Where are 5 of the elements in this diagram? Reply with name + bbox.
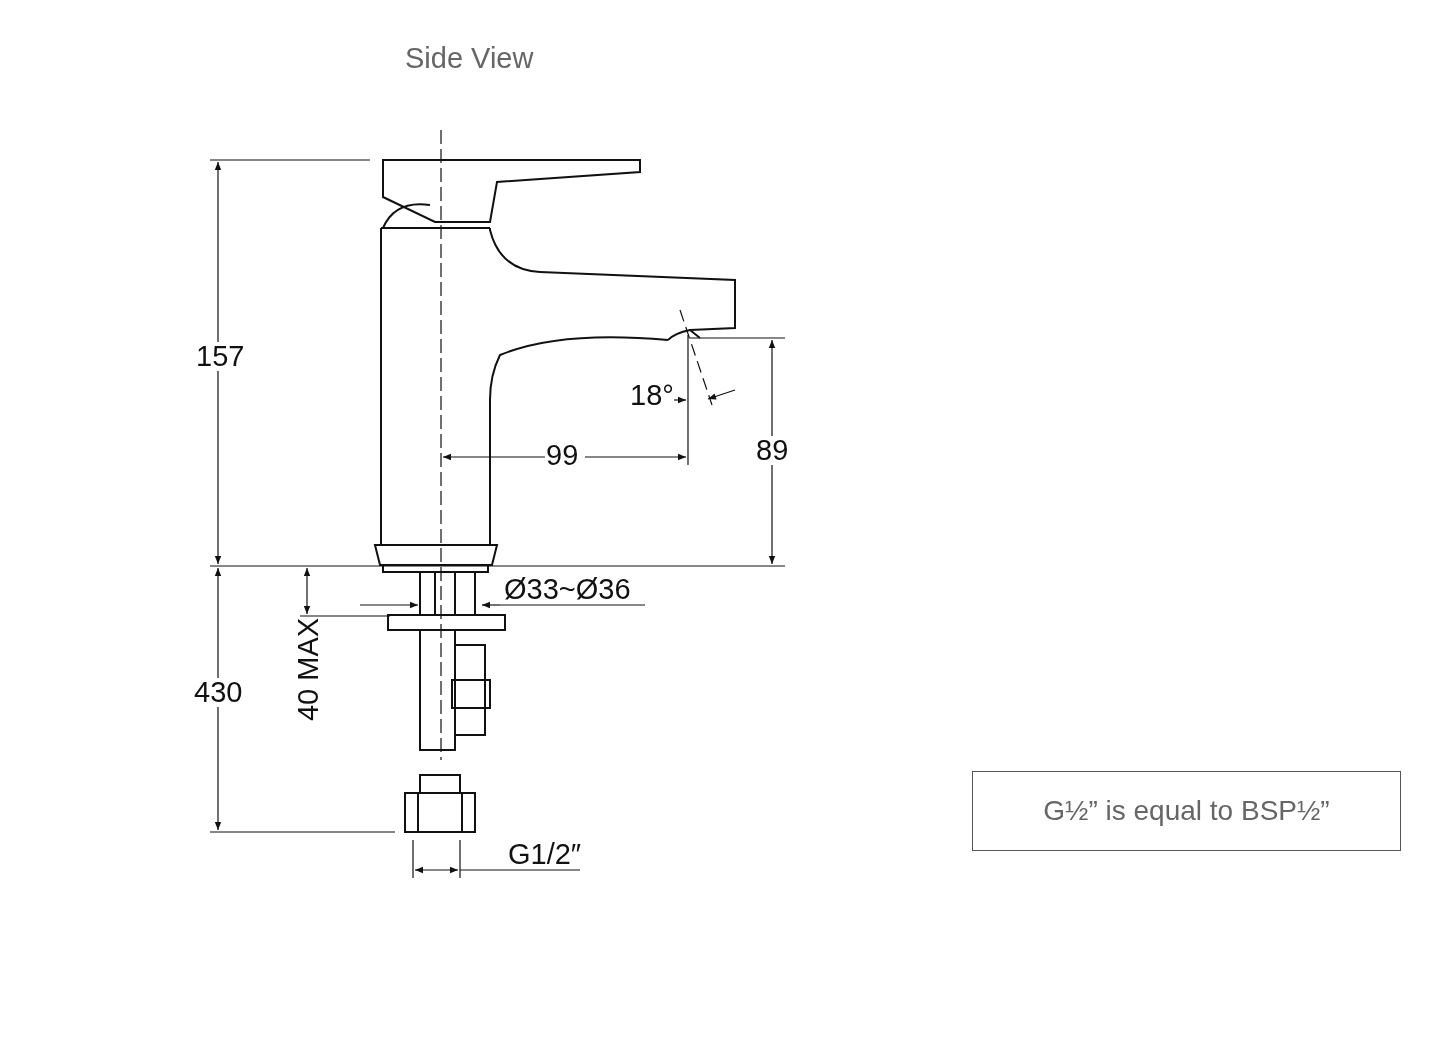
dimension-label: 89 bbox=[756, 436, 789, 465]
dimension-label: 430 bbox=[194, 678, 243, 707]
dimension-label: 157 bbox=[196, 342, 245, 371]
note-box bbox=[972, 771, 1401, 851]
note-text: G½” is equal to BSP½” bbox=[1043, 795, 1330, 827]
